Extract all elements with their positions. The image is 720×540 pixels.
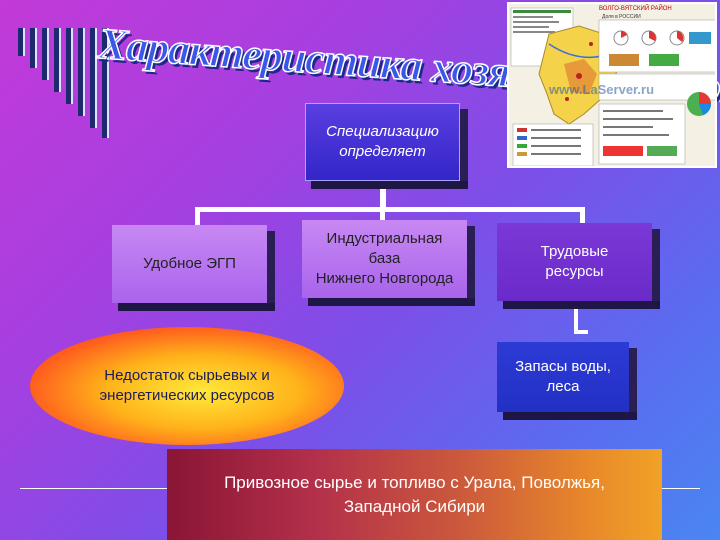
factor-2-line-1: Индустриальная [326, 230, 443, 247]
map-subheading: Доля в РОССИИ [602, 14, 641, 20]
factor-box-labor: Трудовые ресурсы [497, 223, 660, 309]
import-line-2: Западной Сибири [343, 496, 486, 516]
factor-1-line-1: Удобное ЭГП [143, 255, 236, 272]
factor-3-line-2: ресурсы [545, 263, 604, 280]
factor-box-industry: Индустриальная база Нижнего Новгорода [302, 220, 475, 306]
decorative-bar [42, 28, 49, 80]
map-illustration [510, 7, 715, 166]
connector-middle-drop [380, 207, 385, 225]
factor-2-line-3: Нижнего Новгорода [315, 270, 454, 287]
water-forest-box: Запасы воды, леса [497, 342, 637, 420]
connector-right-stem [574, 300, 578, 332]
specialization-line-1: Специализацию [326, 123, 439, 140]
connector-horizontal [195, 207, 585, 212]
decorative-bar [66, 28, 73, 104]
decorative-bar [102, 28, 109, 138]
water-line-2: леса [546, 378, 580, 395]
resource-shortage-ellipse: Недостаток сырьевых и энергетических рес… [30, 327, 344, 445]
decorative-bar [90, 28, 97, 128]
connector-top-stem [380, 185, 386, 209]
connector-right-drop [580, 207, 585, 225]
factor-box-egp: Удобное ЭГП [112, 225, 275, 311]
decorative-bar [30, 28, 37, 68]
specialization-line-2: определяет [339, 143, 426, 160]
shortage-line-1: Недостаток сырьевых и [104, 367, 270, 384]
specialization-box-face: Специализацию определяет [305, 103, 460, 181]
water-forest-box-face: Запасы воды, леса [497, 342, 629, 412]
connector-left-drop [195, 207, 200, 229]
decorative-bars [18, 28, 118, 138]
decorative-bar [18, 28, 25, 56]
map-heading: ВОЛГО-ВЯТСКИЙ РАЙОН [599, 6, 672, 12]
imported-raw-materials-banner: Привозное сырье и топливо с Урала, Повол… [167, 449, 662, 540]
region-map-image: ВОЛГО-ВЯТСКИЙ РАЙОН Доля в РОССИИ www.La… [507, 2, 717, 168]
factor-box-industry-face: Индустриальная база Нижнего Новгорода [302, 220, 467, 298]
bottom-left-line [20, 488, 168, 489]
water-line-1: Запасы воды, [515, 358, 611, 375]
specialization-box: Специализацию определяет [305, 103, 468, 189]
decorative-bar [78, 28, 85, 116]
import-line-1: Привозное сырье и топливо с Урала, Повол… [224, 472, 605, 492]
factor-3-line-1: Трудовые [540, 243, 609, 260]
factor-box-egp-face: Удобное ЭГП [112, 225, 267, 303]
bottom-right-line [662, 488, 700, 489]
factor-box-labor-face: Трудовые ресурсы [497, 223, 652, 301]
map-watermark: www.LaServer.ru [549, 82, 655, 97]
shortage-line-2: энергетических ресурсов [99, 387, 275, 404]
connector-right-elbow [574, 330, 588, 334]
decorative-bar [54, 28, 61, 92]
factor-2-line-2: база [368, 250, 401, 267]
